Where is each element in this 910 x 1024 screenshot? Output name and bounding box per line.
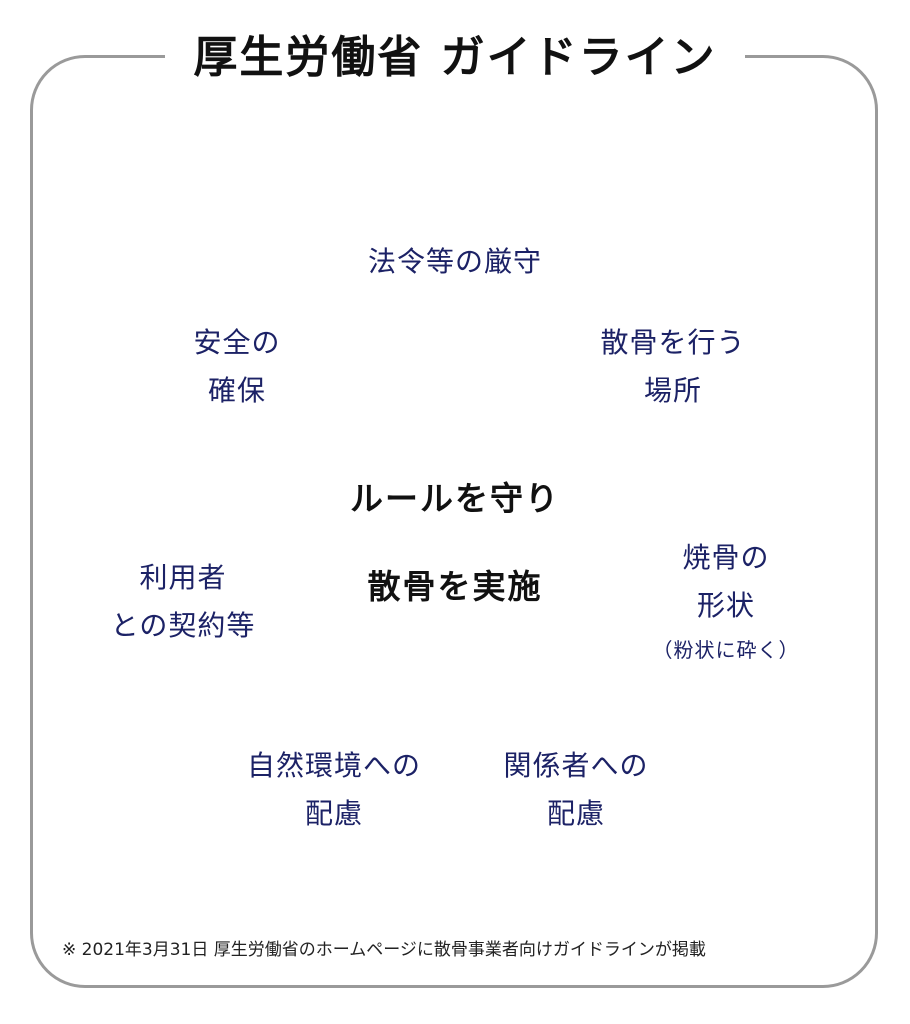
label-line: 散骨を行う	[600, 326, 746, 359]
label-bone-form: 焼骨の形状 （粉状に砕く）	[605, 481, 847, 723]
circle-environment-consideration	[213, 669, 455, 911]
circle-stakeholder-consideration	[455, 669, 697, 911]
label-law-compliance: 法令等の厳守	[334, 141, 576, 383]
label-safety: 安全の確保	[116, 246, 358, 488]
label-user-contract: 利用者との契約等	[62, 481, 304, 723]
center-line-1: ルールを守り	[350, 479, 560, 518]
label-scattering-location: 散骨を行う場所	[552, 246, 794, 488]
diagram-title: 厚生労働省 ガイドライン	[165, 28, 745, 88]
label-sub: （粉状に砕く）	[652, 638, 800, 662]
label-line: 配慮	[546, 797, 605, 830]
label-line: との契約等	[110, 609, 256, 642]
label-stakeholder-consideration: 関係者への配慮	[455, 669, 697, 911]
label-line: 自然環境への	[246, 749, 421, 782]
label-line: 確保	[207, 374, 266, 407]
label-line: 焼骨の	[682, 541, 770, 574]
label-line: 場所	[643, 374, 702, 407]
circle-user-contract	[62, 481, 304, 723]
center-line-2: 散骨を実施	[367, 567, 543, 606]
label-environment-consideration: 自然環境への配慮	[213, 669, 455, 911]
circle-safety	[116, 246, 358, 488]
center-message: ルールを守り 散骨を実施	[305, 455, 605, 631]
footnote: ※ 2021年3月31日 厚生労働省のホームページに散骨事業者向けガイドラインが…	[62, 940, 706, 960]
label-line: 法令等の厳守	[367, 245, 542, 278]
circle-scattering-location	[552, 246, 794, 488]
label-line: 利用者	[139, 561, 227, 594]
circle-law-compliance	[334, 141, 576, 383]
label-line: 形状	[696, 589, 755, 622]
label-line: 安全の	[193, 326, 281, 359]
circle-bone-form	[605, 481, 847, 723]
label-line: 配慮	[304, 797, 363, 830]
label-line: 関係者への	[503, 749, 649, 782]
